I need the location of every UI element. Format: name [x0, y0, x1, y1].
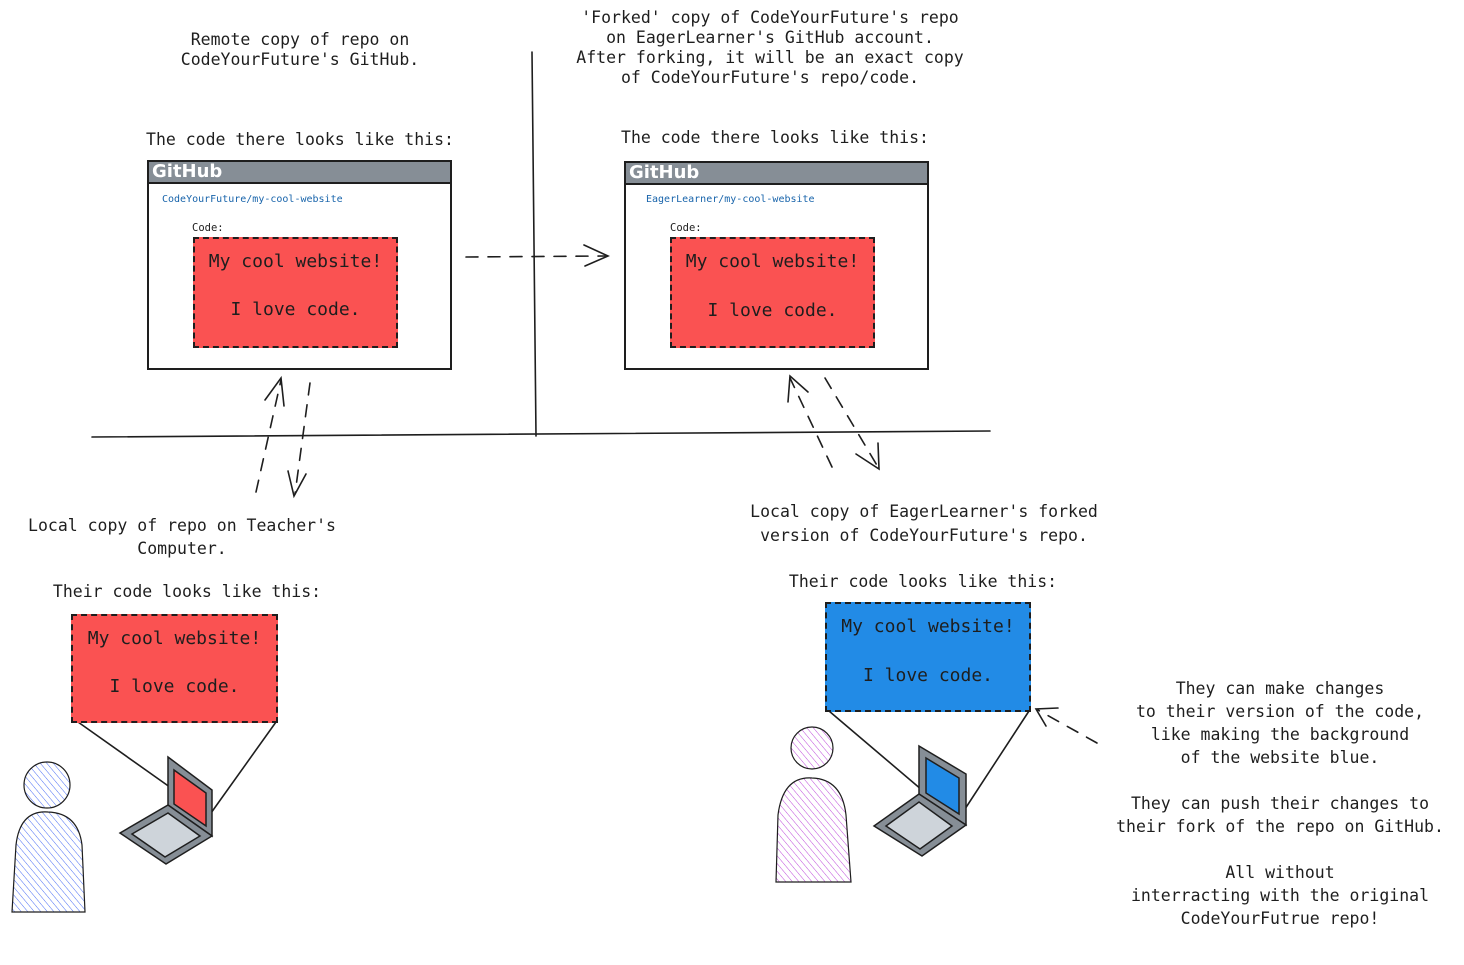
teacher-head — [23, 761, 71, 809]
teacher-up-arrow — [255, 379, 282, 493]
remote-fork-repo-path[interactable]: EagerLearner/my-cool-website — [646, 194, 815, 205]
local-teacher-caption: Their code looks like this: — [52, 582, 322, 601]
remote-original-repo-path[interactable]: CodeYourFuture/my-cool-website — [162, 194, 343, 205]
learner-down-arrow-head — [855, 442, 880, 471]
site-title: My cool website! — [841, 616, 1015, 637]
site-body: I love code. — [109, 676, 240, 697]
site-body: I love code. — [230, 299, 361, 320]
horizontal-divider — [91, 430, 991, 438]
teacher-laptop-screen — [173, 768, 207, 828]
local-teacher-heading: Local copy of repo on Teacher's Computer… — [28, 516, 336, 558]
vertical-divider — [531, 51, 537, 437]
teacher-projection-left — [77, 721, 175, 791]
local-learner-caption: Their code looks like this: — [788, 572, 1058, 591]
learner-projection-right — [962, 710, 1030, 813]
learner-projection-left — [828, 710, 923, 791]
remote-fork-caption: The code there looks like this: — [621, 128, 929, 147]
teacher-person-icon — [11, 761, 86, 913]
site-body: I love code. — [707, 300, 838, 321]
site-title: My cool website! — [685, 251, 860, 272]
learner-laptop-icon — [872, 744, 968, 857]
remote-original-github-bar: GitHub — [149, 162, 450, 184]
remote-fork-heading: 'Forked' copy of CodeYourFuture's repo o… — [576, 8, 964, 87]
teacher-down-arrow-head — [287, 470, 307, 499]
fork-arrow — [465, 255, 606, 258]
teacher-down-arrow — [294, 382, 311, 495]
site-title: My cool website! — [87, 628, 262, 649]
learner-up-arrow-head — [787, 374, 809, 403]
changes-note: They can make changes to their version o… — [1116, 679, 1444, 928]
remote-fork-site-preview: My cool website! I love code. — [670, 237, 875, 348]
site-body: I love code. — [862, 665, 994, 686]
learner-down-arrow — [824, 377, 879, 468]
learner-up-arrow — [789, 377, 833, 468]
remote-original-code-label: Code: — [192, 222, 224, 234]
local-teacher-site-preview: My cool website! I love code. — [71, 614, 278, 723]
remote-original-browser: GitHub CodeYourFuture/my-cool-website Co… — [147, 160, 452, 370]
learner-person-icon — [775, 726, 852, 883]
learner-body — [775, 777, 852, 883]
local-learner-site-preview: My cool website! I love code. — [825, 602, 1031, 712]
site-title: My cool website! — [208, 251, 383, 272]
github-logo-text: GitHub — [152, 161, 223, 182]
remote-original-heading: Remote copy of repo on CodeYourFuture's … — [180, 30, 420, 69]
learner-head — [790, 726, 834, 770]
note-arrow-head — [1034, 707, 1059, 727]
remote-fork-code-label: Code: — [670, 222, 702, 234]
remote-fork-browser: GitHub EagerLearner/my-cool-website Code… — [624, 161, 929, 370]
learner-laptop-keyboard — [884, 801, 954, 850]
teacher-up-arrow-head — [264, 375, 285, 407]
note-arrow — [1037, 709, 1098, 744]
remote-fork-github-bar: GitHub — [626, 163, 927, 185]
teacher-laptop-icon — [118, 755, 214, 865]
fork-arrow-head — [583, 244, 610, 267]
teacher-projection-right — [205, 721, 277, 821]
teacher-body — [11, 811, 86, 913]
remote-original-site-preview: My cool website! I love code. — [193, 237, 398, 348]
learner-laptop-screen — [925, 756, 960, 816]
local-learner-heading: Local copy of EagerLearner's forked vers… — [750, 502, 1098, 545]
github-logo-text: GitHub — [629, 162, 700, 183]
teacher-laptop-keyboard — [130, 812, 202, 858]
remote-original-caption: The code there looks like this: — [146, 130, 454, 149]
